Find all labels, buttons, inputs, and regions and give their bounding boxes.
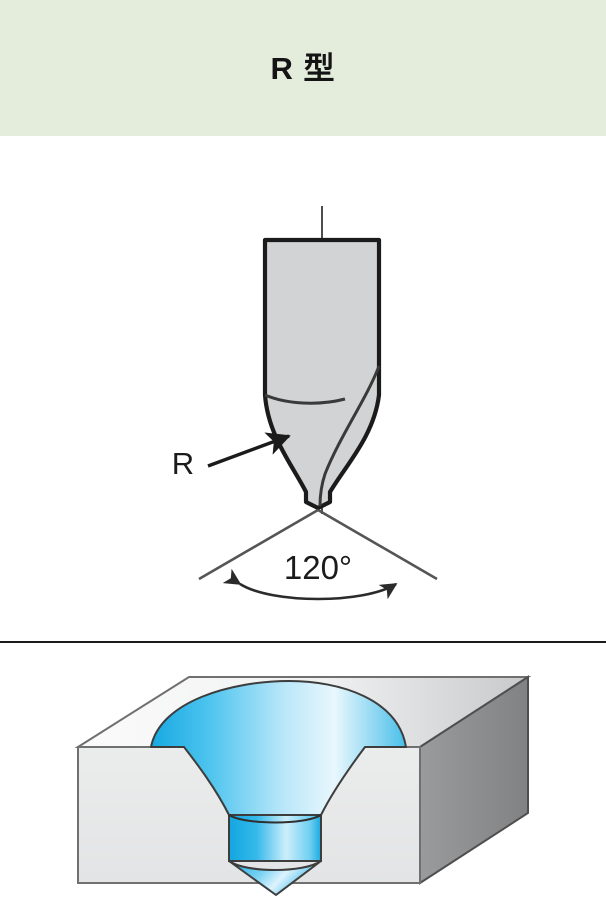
header-bar: R 型 xyxy=(0,0,606,136)
hole-cone-bottom xyxy=(228,860,322,896)
radius-flute-curve xyxy=(318,365,381,507)
bore-top-rim xyxy=(228,814,322,824)
shank-transition-arc xyxy=(264,393,346,405)
page-title: R 型 xyxy=(270,50,336,86)
hole-flare xyxy=(150,680,407,816)
radius-label: R xyxy=(172,446,194,481)
angle-label: 120° xyxy=(284,549,352,586)
block-diagram-panel xyxy=(0,643,606,903)
punch-cross-section-svg: R 120° xyxy=(172,206,438,601)
tool-diagram-panel: R 120° xyxy=(0,136,606,642)
punch-body xyxy=(262,237,382,511)
panel-divider xyxy=(0,641,606,643)
angle-legs xyxy=(198,508,438,581)
angle-dimension-arc xyxy=(222,568,398,601)
workpiece-block-svg xyxy=(74,675,532,896)
radius-leader xyxy=(207,432,291,468)
